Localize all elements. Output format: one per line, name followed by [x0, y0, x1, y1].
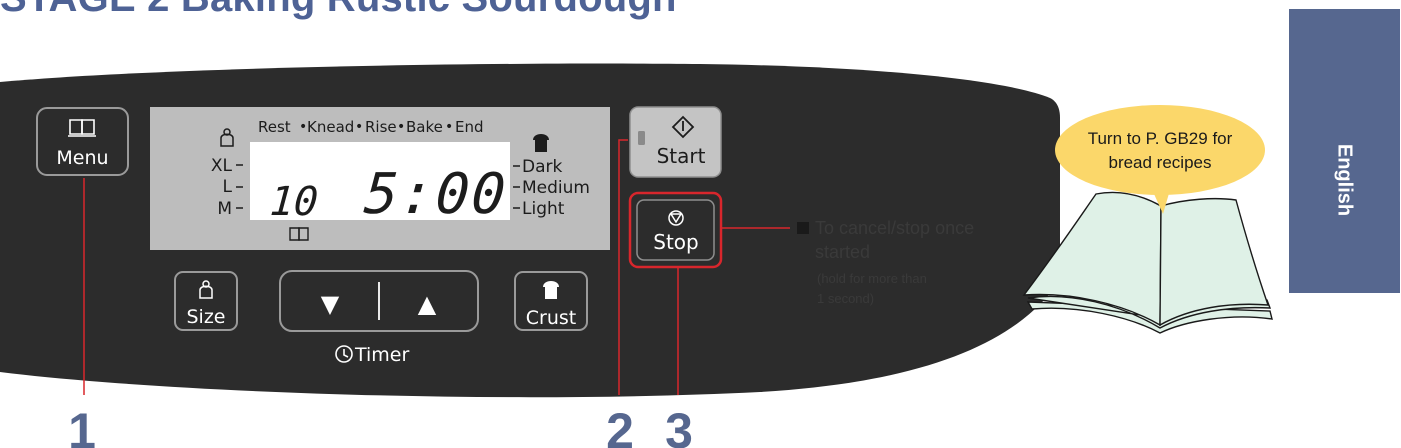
stage-end: End: [455, 118, 484, 136]
start-button-label: Start: [657, 144, 706, 168]
bullet-square: [797, 222, 809, 234]
loaf-size-icon: [220, 128, 234, 147]
size-button[interactable]: Size: [174, 271, 238, 331]
crust-button-label: Crust: [526, 307, 576, 329]
bubble-line1: Turn to P. GB29 for: [1088, 129, 1233, 148]
menu-button[interactable]: Menu: [36, 107, 129, 176]
display-menu-number: 10: [268, 179, 319, 225]
size-button-label: Size: [186, 306, 225, 328]
page-heading: STAGE 2 Baking Rustic Sourdough: [0, 0, 677, 21]
lcd-screen: [250, 142, 510, 220]
start-indicator-light: [638, 131, 645, 145]
display-time: 5:00: [362, 162, 509, 227]
size-label-m: M: [217, 199, 232, 219]
stage-bar: Rest • Knead • Rise • Bake • End: [258, 118, 484, 136]
crust-label-light: Light: [522, 199, 565, 219]
stage-bake: Bake: [406, 118, 443, 136]
timer-icon: [335, 345, 353, 363]
crust-ticks: [513, 165, 520, 209]
menu-button-label: Menu: [56, 147, 108, 169]
stop-highlight: [628, 191, 723, 269]
step-number-1: 1: [68, 403, 96, 448]
crust-button[interactable]: Crust: [514, 271, 588, 331]
size-label-l: L: [223, 177, 233, 197]
stage-rise: Rise: [365, 118, 397, 136]
crust-label-dark: Dark: [522, 157, 562, 177]
timer-button-group: [279, 270, 479, 332]
stop-callout-line1: To cancel/stop once: [815, 218, 974, 238]
step-number-2: 2: [606, 403, 634, 448]
timer-down-button[interactable]: ▼: [321, 290, 340, 318]
stage-separator: •: [299, 119, 307, 135]
leader-lines: [83, 139, 790, 395]
step-number-3: 3: [665, 403, 693, 448]
stage-rest: Rest: [258, 118, 291, 136]
size-ticks: [236, 164, 243, 209]
book-icon: [68, 119, 96, 137]
timer-up-button[interactable]: ▲: [418, 290, 437, 318]
stop-icon: [668, 210, 684, 226]
stop-note-line2: 1 second): [817, 291, 874, 306]
start-icon: [671, 115, 695, 139]
language-tab-label: English: [1334, 143, 1356, 217]
language-tab: [1289, 9, 1400, 293]
panel-edge: [0, 280, 1060, 448]
crust-icon: [533, 134, 549, 152]
menu-indicator-icon: [289, 227, 309, 241]
size-label-xl: XL: [211, 156, 233, 176]
stop-callout-line2: started: [815, 242, 870, 262]
stop-button-label: Stop: [653, 230, 698, 254]
crust-label-medium: Medium: [522, 178, 590, 198]
start-button[interactable]: Start: [629, 106, 722, 178]
stage-separator: •: [445, 119, 453, 135]
stage-separator: •: [355, 119, 363, 135]
stage-separator: •: [397, 119, 405, 135]
loaf-size-icon: [199, 280, 213, 299]
speech-bubble: Turn to P. GB29 for bread recipes: [1055, 105, 1265, 214]
open-book-illustration: [1022, 191, 1273, 334]
bubble-line2: bread recipes: [1108, 153, 1211, 172]
timer-label: Timer: [354, 344, 409, 366]
crust-icon: [543, 281, 559, 299]
stop-button[interactable]: Stop: [636, 199, 715, 261]
stop-note-line1: (hold for more than: [817, 271, 927, 286]
stage-knead: Knead: [307, 118, 354, 136]
